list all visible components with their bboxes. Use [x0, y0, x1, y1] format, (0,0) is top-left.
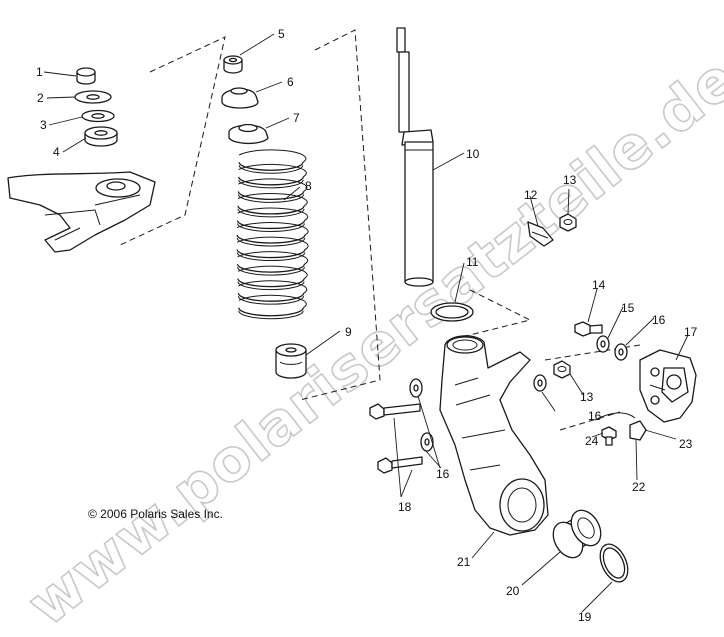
callout-5: 5 — [278, 27, 285, 41]
snap-ring — [599, 543, 629, 583]
washer-15 — [596, 335, 610, 353]
callout-17: 17 — [684, 325, 698, 339]
callout-10: 10 — [466, 147, 480, 161]
caliper-bolt — [574, 321, 603, 337]
callout-labels: 1234567891011121313141516161617181920212… — [36, 27, 698, 624]
callout-9: 9 — [345, 325, 352, 339]
brake-line-clip — [527, 221, 554, 247]
callout-1: 1 — [36, 65, 43, 79]
brake-caliper — [639, 349, 697, 423]
shock-absorber — [396, 27, 434, 287]
washer-16-upper — [614, 343, 628, 361]
callout-21: 21 — [457, 555, 471, 569]
knuckle-bolt-lower — [377, 456, 423, 474]
coil-spring — [236, 149, 309, 320]
callout-11: 11 — [466, 255, 479, 269]
callout-19: 19 — [578, 610, 592, 624]
bump-stop — [275, 343, 307, 379]
callout-6: 6 — [287, 75, 294, 89]
callout-13: 13 — [563, 173, 577, 187]
bushing-4 — [84, 126, 118, 147]
spring-retainer-7 — [228, 123, 269, 145]
callout-20: 20 — [506, 584, 520, 598]
callout-23: 23 — [679, 437, 693, 451]
wheel-bearing — [552, 509, 602, 559]
callout-16: 16 — [588, 409, 602, 423]
brake-line-fitting — [594, 412, 647, 441]
leader-lines — [43, 33, 689, 613]
bolt-24 — [601, 426, 617, 446]
callout-2: 2 — [37, 91, 44, 105]
washer-16-middle — [533, 374, 547, 392]
spring-retainer-6 — [221, 87, 259, 109]
callout-12: 12 — [524, 188, 538, 202]
callout-18: 18 — [398, 500, 412, 514]
callout-15: 15 — [621, 301, 635, 315]
callout-8: 8 — [305, 179, 312, 193]
callout-7: 7 — [293, 111, 300, 125]
seal-ring — [430, 302, 474, 322]
callout-14: 14 — [592, 278, 606, 292]
nut-13-lower — [553, 360, 571, 379]
knuckle-bolt-upper — [369, 403, 421, 420]
copyright-text: © 2006 Polaris Sales Inc. — [88, 507, 223, 521]
callout-13: 13 — [580, 390, 594, 404]
spring-nut — [223, 55, 243, 74]
washer-16-left-upper — [409, 378, 423, 398]
frame-mount — [7, 171, 156, 253]
washer-3 — [81, 109, 115, 123]
callout-3: 3 — [40, 118, 47, 132]
callout-16: 16 — [436, 467, 450, 481]
callout-16: 16 — [652, 313, 666, 327]
washer-16-left-lower — [420, 432, 434, 452]
washer-2 — [74, 90, 112, 104]
steering-knuckle — [439, 335, 549, 536]
callout-22: 22 — [632, 480, 646, 494]
upper-nut — [76, 67, 96, 85]
callout-24: 24 — [585, 434, 599, 448]
callout-4: 4 — [53, 145, 60, 159]
